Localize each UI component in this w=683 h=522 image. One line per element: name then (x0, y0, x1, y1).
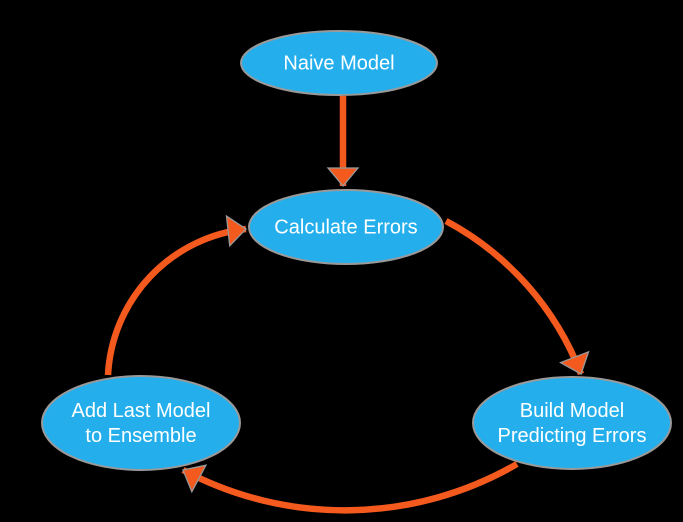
node-calculate-errors (248, 189, 444, 265)
node-naive-model (240, 30, 438, 96)
node-add-last-model-to-ensemble (41, 375, 241, 471)
node-label-calculate-errors: Calculate Errors (274, 216, 418, 239)
node-label-build-model-predicting-errors: Build Model Predicting Errors (497, 400, 647, 447)
node-label-add-last-model-to-ensemble: Add Last Model to Ensemble (71, 400, 211, 447)
edge-add-to-calculate-arrow (104, 214, 248, 376)
edge-calculate-to-build-arrow (444, 218, 590, 376)
node-build-model-predicting-errors (472, 376, 672, 470)
edge-build-to-add-arrow (181, 461, 519, 514)
node-label-naive-model: Naive Model (283, 52, 395, 75)
